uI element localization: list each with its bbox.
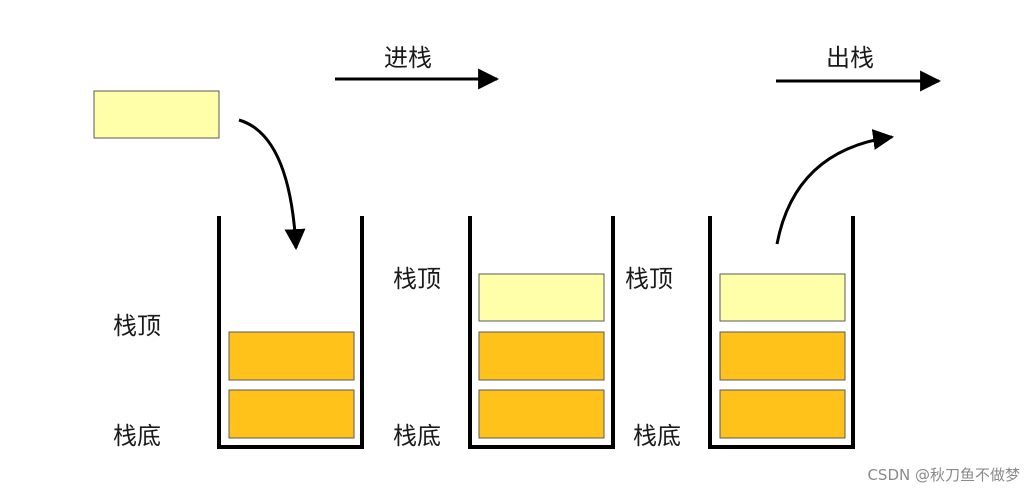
stack-3-bottom-label: 栈底	[633, 422, 681, 450]
new-element-block	[93, 90, 220, 139]
stack-1: 栈顶 栈底	[113, 216, 364, 450]
stack-3-container	[708, 216, 855, 449]
stack-2-element-1	[478, 389, 605, 439]
stack-1-element-2	[228, 331, 355, 381]
stack-2-top-label: 栈顶	[393, 265, 441, 293]
stack-1-bottom-label: 栈底	[113, 422, 161, 450]
stack-3-element-3	[719, 273, 846, 322]
stack-1-container	[217, 216, 364, 449]
stack-2: 栈顶 栈底	[393, 216, 615, 450]
push-curved-arrow	[238, 118, 306, 251]
stack-2-bottom-label: 栈底	[393, 422, 441, 450]
stack-2-element-2	[478, 331, 605, 381]
stack-3-element-1	[719, 389, 846, 439]
stack-3-top-label: 栈顶	[625, 265, 673, 293]
stack-3-element-2	[719, 331, 846, 381]
stack-3: 栈顶 栈底	[625, 216, 855, 450]
stack-2-element-3	[478, 273, 605, 322]
watermark: CSDN @秋刀鱼不做梦	[867, 466, 1020, 484]
pop-title: 出栈	[826, 44, 874, 72]
stack-2-container	[468, 216, 615, 449]
stack-1-element-1	[228, 389, 355, 439]
push-title: 进栈	[384, 44, 432, 72]
stack-1-top-label: 栈顶	[113, 312, 161, 340]
pop-curved-arrow	[775, 129, 895, 245]
